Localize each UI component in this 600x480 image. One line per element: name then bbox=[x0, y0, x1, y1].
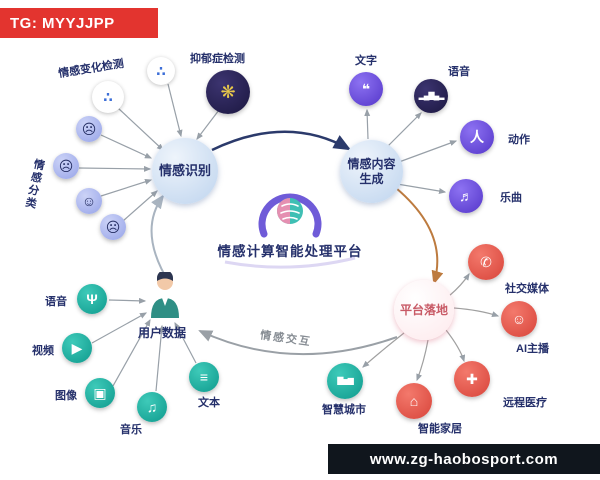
city-skyline-icon: ▇▅▆ bbox=[337, 376, 354, 385]
node-emotion-change-detection-b: ∴ bbox=[147, 57, 175, 85]
neutral-face-icon: ☺ bbox=[81, 193, 97, 209]
site-watermark-bar: www.zg-haobosport.com bbox=[328, 444, 600, 474]
node-smart-city: ▇▅▆ bbox=[327, 363, 363, 399]
tg-watermark-badge: TG: MYYJJPP bbox=[0, 8, 158, 38]
label-telemedicine: 远程医疗 bbox=[503, 397, 547, 409]
label-ai-anchor: AI主播 bbox=[516, 343, 549, 355]
node-generated-motion: 人 bbox=[460, 120, 494, 154]
label-depression-detection: 抑郁症检测 bbox=[190, 53, 245, 65]
node-generated-text: ❝ bbox=[349, 72, 383, 106]
label-generated-motion: 动作 bbox=[508, 134, 530, 146]
brain-head-icon bbox=[258, 193, 322, 238]
node-generated-music: ♬ bbox=[449, 179, 483, 213]
sad-face-icon: ☹ bbox=[58, 158, 74, 174]
brain-scan-icon: ❋ bbox=[220, 82, 236, 102]
people-icon: ☺ bbox=[511, 311, 527, 327]
scatter-chart-icon: ∴ bbox=[103, 89, 113, 105]
node-generated-voice: ▂▄▇▄▂ bbox=[414, 79, 448, 113]
hub-emotion-recognition-label: 情感识别 bbox=[158, 163, 211, 179]
node-smart-home: ⌂ bbox=[396, 383, 432, 419]
node-emotion-face-angry: ☹ bbox=[76, 116, 102, 142]
medical-cross-icon: ✚ bbox=[466, 371, 478, 387]
house-icon: ⌂ bbox=[409, 393, 419, 409]
node-emotion-change-detection-a: ∴ bbox=[92, 81, 124, 113]
tablet-icon: ✆ bbox=[480, 254, 492, 270]
label-smart-city: 智慧城市 bbox=[322, 404, 366, 416]
node-telemedicine: ✚ bbox=[454, 361, 490, 397]
picture-icon: ▣ bbox=[93, 385, 107, 401]
platform-logo: 情感计算智能处理平台 bbox=[198, 186, 382, 260]
node-emotion-face-neutral: ☺ bbox=[76, 188, 102, 214]
node-social-media: ✆ bbox=[468, 244, 504, 280]
platform-title: 情感计算智能处理平台 bbox=[217, 244, 363, 259]
emotion-interaction-flow-label: 情感交互 bbox=[259, 329, 313, 349]
hub-emotion-content-generation: 情感内容 生成 bbox=[340, 140, 403, 203]
label-user-voice: 语音 bbox=[45, 296, 67, 308]
hub-platform-landing: 平台落地 bbox=[394, 280, 454, 340]
mad-face-icon: ☹ bbox=[105, 219, 121, 235]
waveform-icon: ▂▄▇▄▂ bbox=[418, 91, 445, 100]
node-user-voice: Ψ bbox=[77, 284, 107, 314]
music-note-icon: ♫ bbox=[146, 399, 158, 415]
label-social-media: 社交媒体 bbox=[505, 283, 549, 295]
hub-platform-landing-label: 平台落地 bbox=[399, 302, 448, 317]
label-user-text: 文本 bbox=[198, 397, 220, 409]
node-ai-anchor: ☺ bbox=[501, 301, 537, 337]
angry-face-icon: ☹ bbox=[81, 121, 97, 137]
hub-generation-label-line1: 情感内容 bbox=[347, 157, 396, 172]
hub-generation-label-line2: 生成 bbox=[359, 171, 384, 186]
hub-user-data-label: 用户数据 bbox=[138, 326, 187, 340]
node-user-video: ▶ bbox=[62, 333, 92, 363]
equalizer-icon: ♬ bbox=[459, 188, 473, 204]
label-emotion-classification: 情感分类 bbox=[22, 157, 46, 211]
user-data-person-icon bbox=[147, 270, 183, 325]
node-depression-detection: ❋ bbox=[206, 70, 250, 114]
arc-recognition-to-generation bbox=[211, 130, 352, 152]
node-user-music: ♫ bbox=[137, 392, 167, 422]
node-user-image: ▣ bbox=[85, 378, 115, 408]
label-user-video: 视频 bbox=[32, 345, 54, 357]
label-emotion-change-detection: 情感变化检测 bbox=[57, 57, 125, 81]
label-user-music: 音乐 bbox=[120, 424, 142, 436]
hub-emotion-recognition: 情感识别 bbox=[152, 138, 218, 204]
label-generated-music: 乐曲 bbox=[500, 192, 522, 204]
scroll-text-icon: ≡ bbox=[199, 369, 209, 385]
arc-generation-to-landing bbox=[395, 187, 444, 285]
dancer-icon: 人 bbox=[470, 129, 484, 145]
label-user-image: 图像 bbox=[55, 390, 77, 402]
microphone-icon: Ψ bbox=[86, 291, 98, 307]
chat-bubble-icon: ❝ bbox=[361, 81, 371, 97]
label-generated-voice: 语音 bbox=[448, 66, 470, 78]
scatter-chart-icon: ∴ bbox=[156, 63, 166, 79]
node-user-text: ≡ bbox=[189, 362, 219, 392]
label-generated-text: 文字 bbox=[355, 55, 377, 67]
node-emotion-face-mad: ☹ bbox=[100, 214, 126, 240]
video-frame-icon: ▶ bbox=[71, 340, 83, 356]
arc-userdata-to-recognition bbox=[150, 194, 171, 285]
node-emotion-face-sad: ☹ bbox=[53, 153, 79, 179]
label-smart-home: 智能家居 bbox=[418, 423, 462, 435]
